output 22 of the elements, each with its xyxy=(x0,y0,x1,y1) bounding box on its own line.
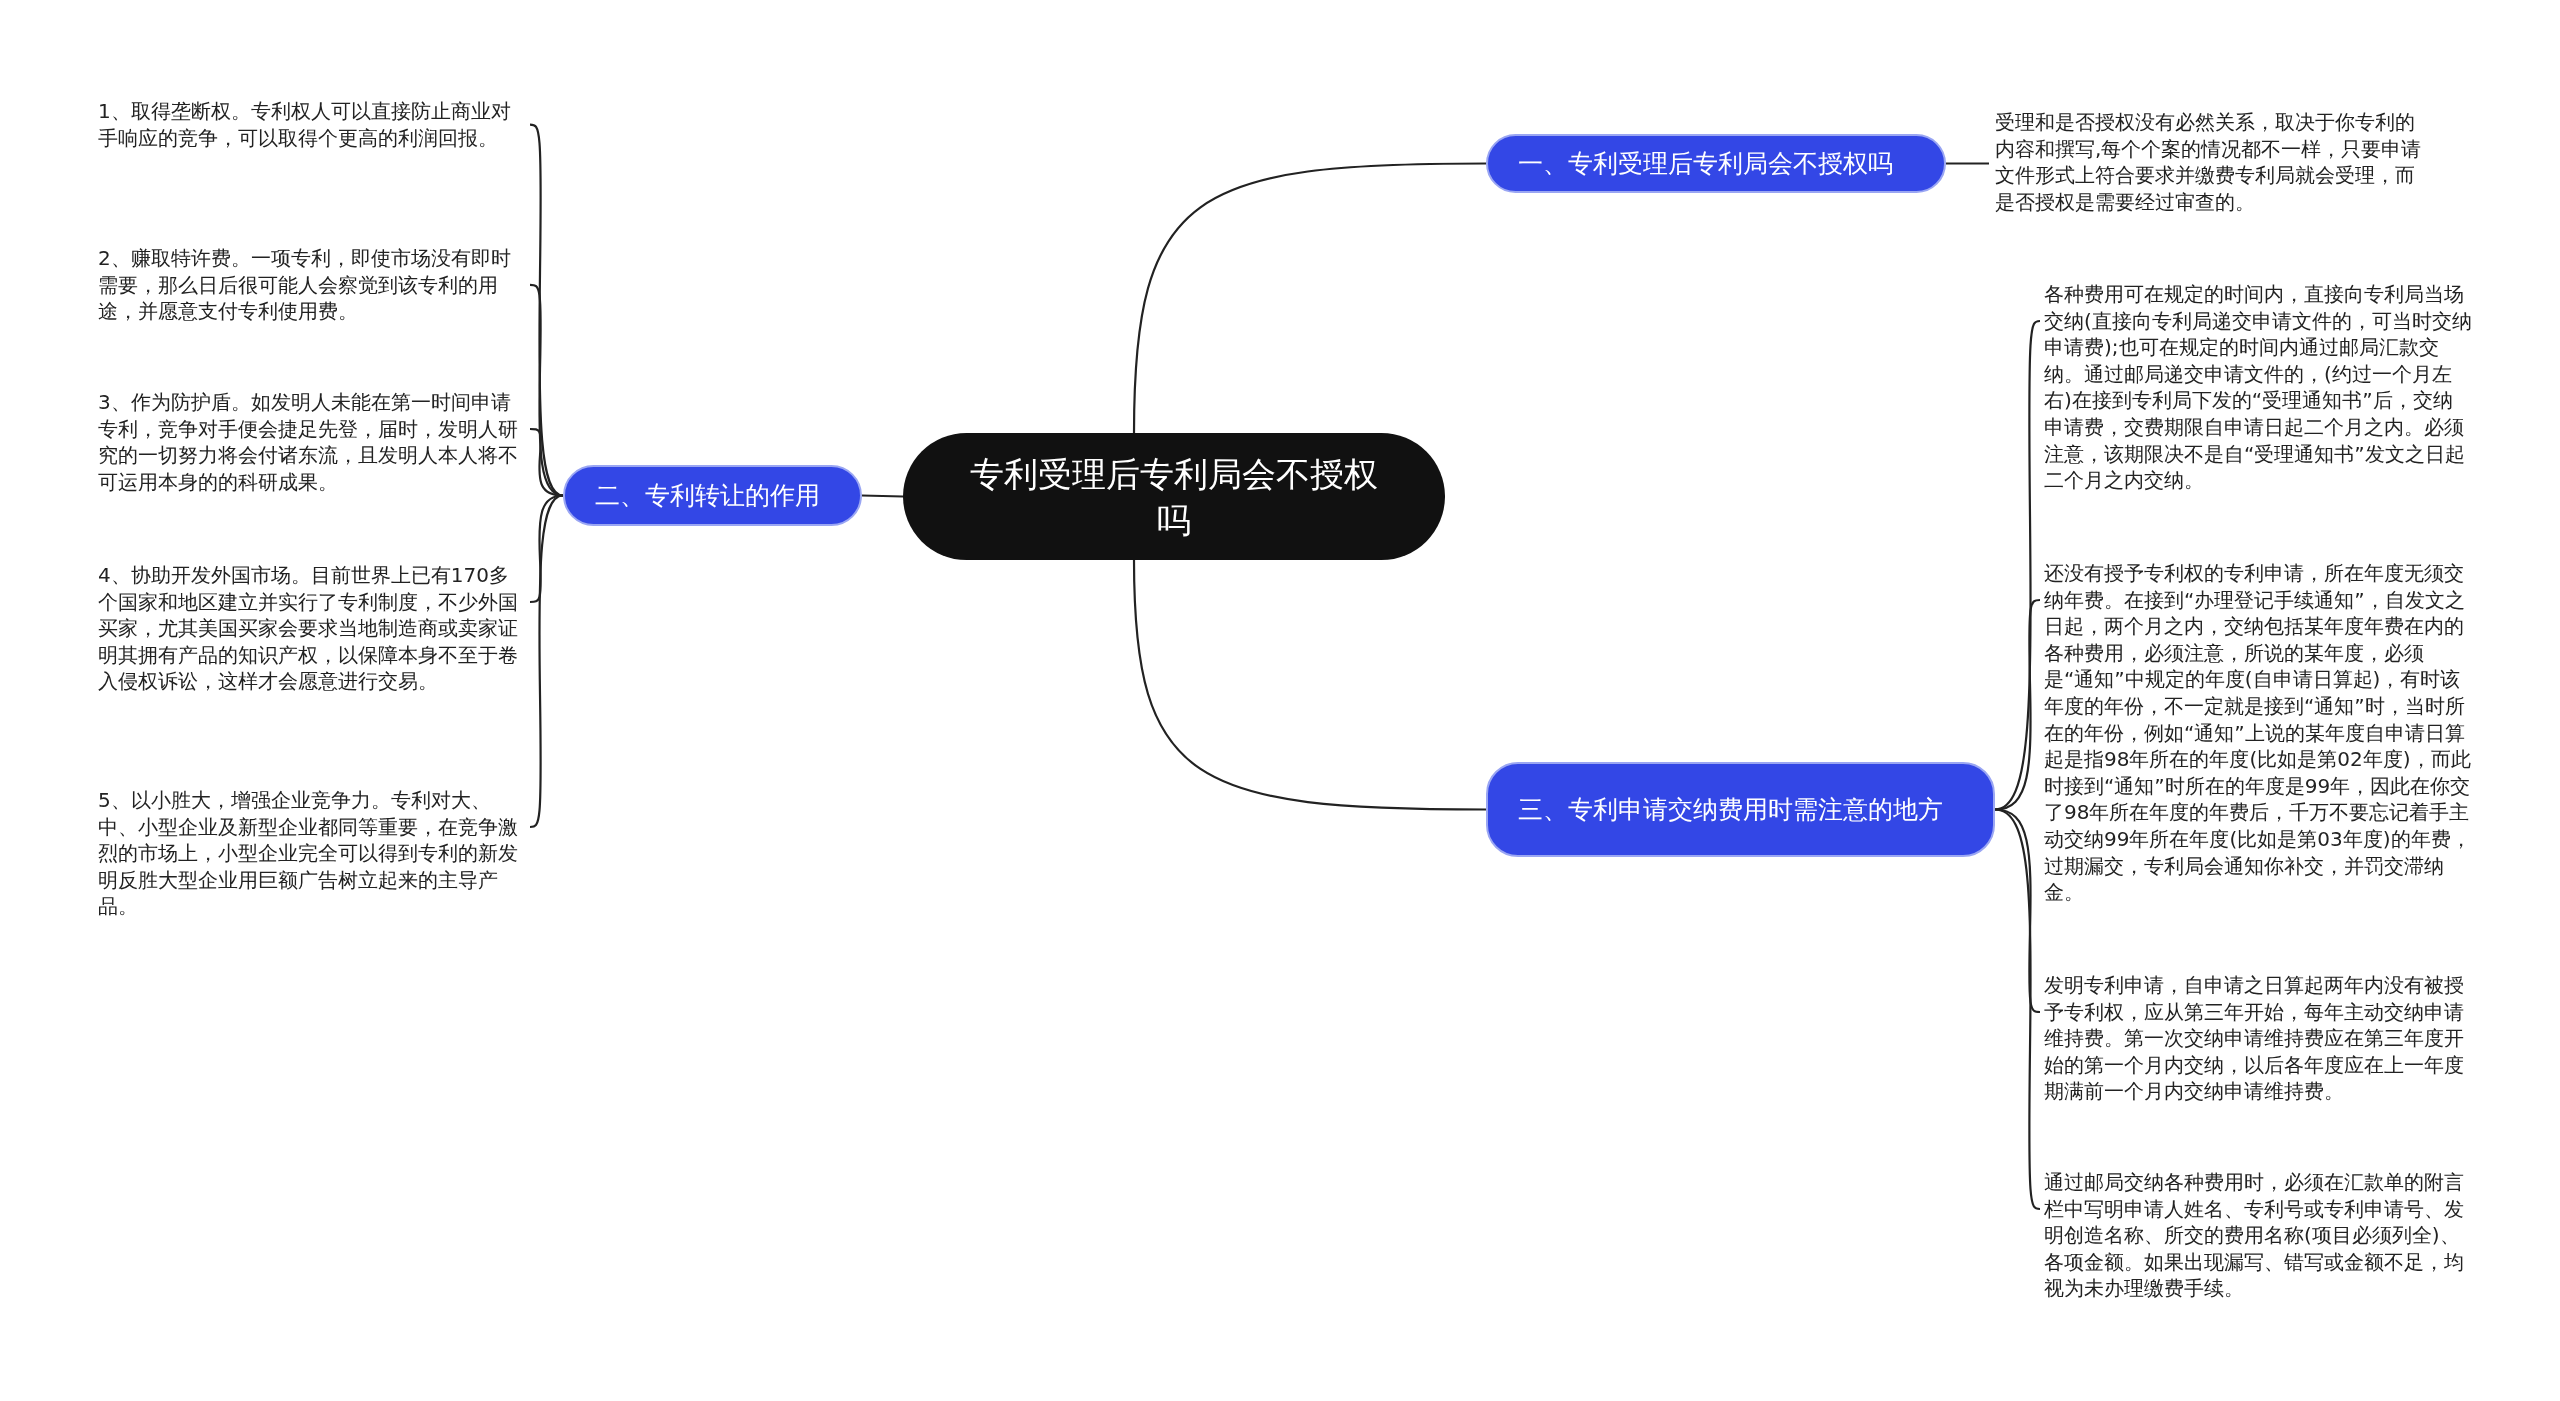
note-text: 还没有授予专利权的专利申请，所在年度无须交纳年费。在接到“办理登记手续通知”，自发文之日起，两个月之内，交纳包括某年度年费在内的各种费用，必须注意，所说的某年度，必须是“通知”中规定的年度(自申请日算起)，有时该年度的年份，不一定就是接到“通知”时，当时所在的年份，例如“通知”上说的某年度自申请日算起是指98年所在的年度(比如是第02年度)，而此时接到“通知”时所在的年度是99年，因此在你交了98年所在年度的年费后，千万不要忘记着手主动交纳99年所在年度(比如是第03年度)的年费，过期漏交，专利局会通知你补交，并罚交滞纳金。 xyxy=(2044,560,2472,906)
connector-line xyxy=(529,494,564,829)
connector-line xyxy=(1946,162,1989,165)
note-text: 5、以小胜大，增强企业竞争力。专利对大、中、小型企业及新型企业都同等重要，在竞争激烈的市场上，小型企业完全可以得到专利的新发明反胜大型企业用巨额广告树立起来的主导产品。 xyxy=(98,787,526,920)
note-text: 3、作为防护盾。如发明人未能在第一时间申请专利，竞争对手便会捷足先登，届时，发明人研究的一切努力将会付诸东流，且发明人本人将不可运用本身的的科研成果。 xyxy=(98,389,526,496)
connector-line xyxy=(1132,162,1486,434)
note-text: 2、赚取特许费。一项专利，即使市场没有即时需要，那么日后很可能人会察觉到该专利的用途，并愿意支付专利使用费。 xyxy=(98,245,526,325)
connector-line xyxy=(530,427,564,497)
topic-pill: 三、专利申请交纳费用时需注意的地方 xyxy=(1486,762,1995,857)
connector-line xyxy=(1132,559,1486,811)
note-text: 各种费用可在规定的时间内，直接向专利局当场交纳(直接向专利局递交申请文件的，可当时交纳申请费);也可在规定的时间内通过邮局汇款交纳。通过邮局递交申请文件的，(约过一个月左右)在接到专利局下发的“受理通知书”后，交纳申请费，交费期限自申请日起二个月之内。必须注意，该期限决不是自“受理通知书”发文之日起二个月之内交纳。 xyxy=(2044,281,2472,494)
topic-pill: 二、专利转让的作用 xyxy=(563,465,862,526)
connector-line xyxy=(861,494,904,498)
central-topic: 专利受理后专利局会不授权吗 xyxy=(903,433,1445,560)
note-text: 通过邮局交纳各种费用时，必须在汇款单的附言栏中写明申请人姓名、专利号或专利申请号、发明创造名称、所交的费用名称(项目必须列全)、各项金额。如果出现漏写、错写或金额不足，均视为未办理缴费手续。 xyxy=(2044,1169,2472,1302)
note-text: 受理和是否授权没有必然关系，取决于你专利的内容和撰写,每个个案的情况都不一样，只要申请文件形式上符合要求并缴费专利局就会受理，而是否授权是需要经过审查的。 xyxy=(1995,109,2425,216)
topic-pill: 一、专利受理后专利局会不授权吗 xyxy=(1486,134,1946,193)
note-text: 1、取得垄断权。专利权人可以直接防止商业对手响应的竞争，可以取得个更高的利润回报。 xyxy=(98,98,526,152)
note-text: 4、协助开发外国市场。目前世界上已有170多个国家和地区建立并实行了专利制度，不少外国买家，尤其美国买家会要求当地制造商或卖家证明其拥有产品的知识产权，以保障本身不至于卷入侵权诉讼，这样才会愿意进行交易。 xyxy=(98,562,526,695)
note-text: 发明专利申请，自申请之日算起两年内没有被授予专利权，应从第三年开始，每年主动交纳申请维持费。第一次交纳申请维持费应在第三年度开始的第一个月内交纳，以后各年度应在上一年度期满前一个月内交纳申请维持费。 xyxy=(2044,972,2472,1105)
connector-line xyxy=(1994,598,2041,811)
connector-line xyxy=(1994,808,2041,1211)
